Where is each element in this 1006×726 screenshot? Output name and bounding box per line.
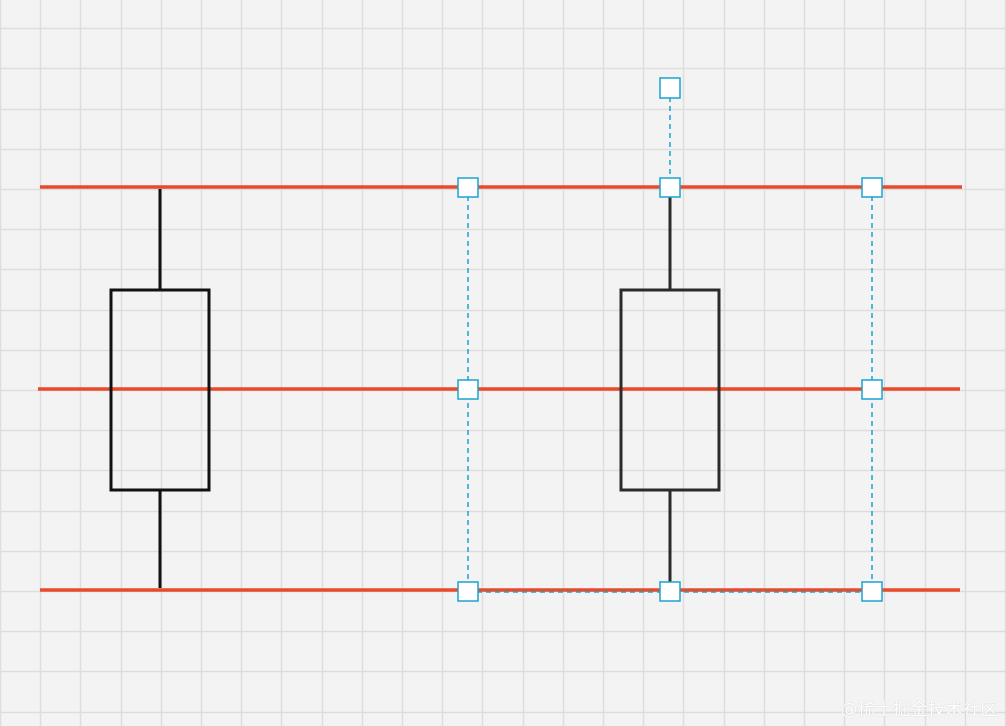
resize-handle-middle-left[interactable]	[457, 379, 479, 400]
resize-handle-bottom-center[interactable]	[659, 581, 681, 602]
rotate-handle[interactable]	[659, 77, 681, 99]
right-candle[interactable]	[619, 189, 721, 588]
watermark: @稀土掘金技术社区	[840, 700, 998, 720]
resize-handle-middle-right[interactable]	[861, 379, 883, 400]
selection-handles	[457, 77, 883, 602]
resize-handle-top-left[interactable]	[457, 177, 479, 198]
resize-handle-bottom-right[interactable]	[861, 581, 883, 602]
resize-handle-top-right[interactable]	[861, 177, 883, 198]
resize-handle-top-center[interactable]	[659, 177, 681, 198]
left-candle[interactable]	[109, 189, 211, 588]
resize-handle-bottom-left[interactable]	[457, 581, 479, 602]
